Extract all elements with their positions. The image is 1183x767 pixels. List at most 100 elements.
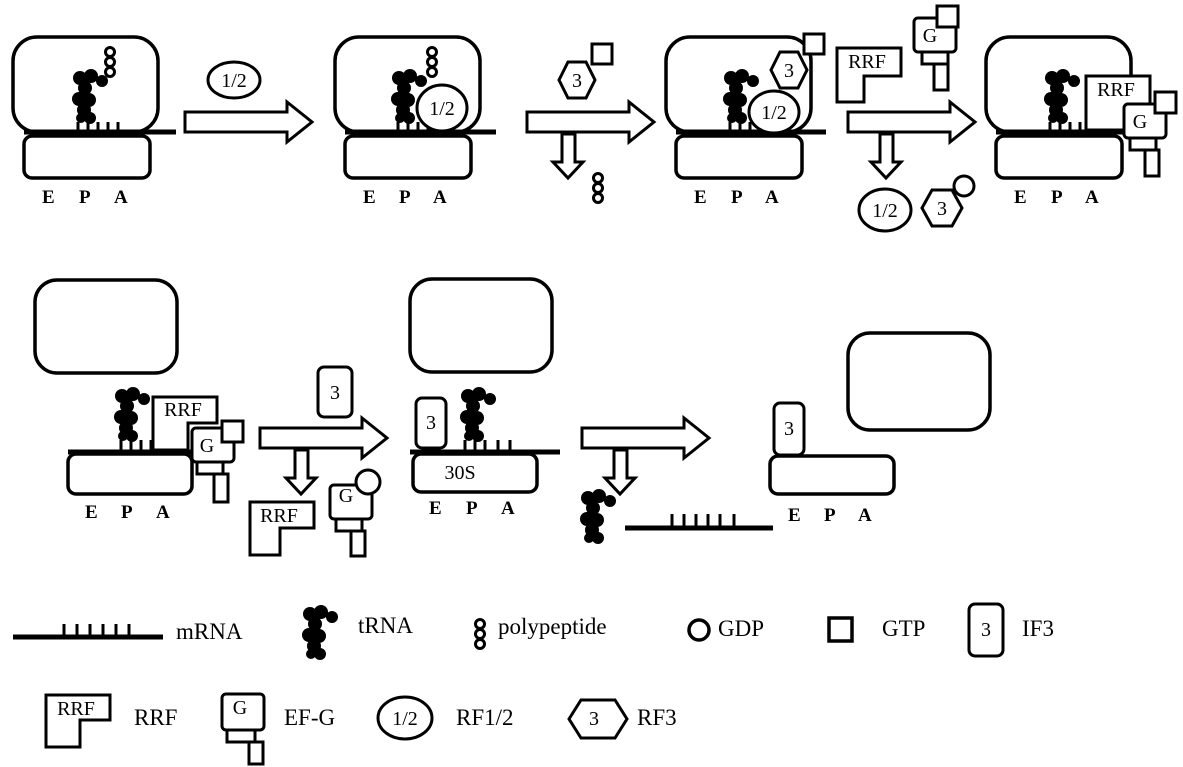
efg-bound: [192, 421, 243, 502]
small-subunit: [345, 136, 471, 178]
legend-rf12-inner-label: 1/2: [392, 708, 418, 730]
site-label-p: P: [824, 505, 836, 526]
legend-if3-label: IF3: [1022, 616, 1054, 641]
trna: [1044, 69, 1080, 124]
legend-if3-inner-label: 3: [981, 619, 991, 641]
site-label-a: A: [433, 187, 447, 208]
legend-polypeptide-label: polypeptide: [498, 614, 607, 639]
trna-released: [580, 489, 616, 544]
site-label-e: E: [1014, 187, 1027, 208]
small-subunit: [676, 136, 802, 178]
site-label-e: E: [429, 498, 442, 519]
arrow-4: [260, 418, 387, 458]
site-label-a: A: [114, 187, 128, 208]
ribosome-6: [410, 279, 560, 492]
rrf-label: RRF: [1097, 79, 1135, 101]
ribosome-2: [335, 37, 496, 178]
legend-efg-inner-label: G: [233, 697, 247, 719]
if3-label: 3: [426, 412, 436, 434]
legend-rf3-inner-label: 3: [589, 708, 599, 730]
legend-gdp-symbol: [689, 620, 709, 640]
if3-label: 3: [330, 382, 340, 404]
legend-polypeptide-symbol: [476, 620, 485, 649]
trna: [72, 69, 108, 124]
rf12-label: 1/2: [221, 70, 247, 92]
site-label-e: E: [85, 502, 98, 523]
rf12-label: 1/2: [872, 200, 898, 222]
site-label-e: E: [363, 187, 376, 208]
rrf-label: RRF: [260, 505, 298, 527]
site-label-p: P: [79, 187, 91, 208]
legend-rrf-inner-label: RRF: [57, 698, 95, 720]
site-label-e: E: [694, 187, 707, 208]
site-label-e: E: [788, 505, 801, 526]
legend-mrna-label: mRNA: [176, 619, 243, 644]
legend-rf3-label: RF3: [637, 705, 677, 730]
polypeptide: [428, 48, 437, 77]
site-label-p: P: [466, 498, 478, 519]
legend-gtp-symbol: [829, 618, 852, 641]
arrow-3: [848, 102, 975, 142]
rf12-label: 1/2: [429, 98, 455, 120]
arrow-5-release: [605, 450, 635, 494]
rf3-label: 3: [784, 60, 794, 82]
legend-rf12-label: RF1/2: [456, 705, 514, 730]
arrow-1: [185, 102, 312, 142]
large-subunit-free: [848, 333, 990, 430]
legend-trna-symbol: [302, 605, 338, 660]
efg-label: G: [923, 25, 937, 47]
site-label-p: P: [121, 502, 133, 523]
legend-trna-label: tRNA: [358, 613, 413, 638]
rf3-label: 3: [572, 70, 582, 92]
site-label-p: P: [731, 187, 743, 208]
gdp-on-rf3: [954, 176, 974, 196]
ribosome-7: [770, 333, 990, 494]
small-subunit: [996, 136, 1122, 178]
arrow-3-release: [871, 134, 901, 178]
legend-rrf-label: RRF: [134, 705, 177, 730]
if3-label: 3: [784, 418, 794, 440]
arrow-4-release: [286, 450, 316, 494]
large-subunit: [410, 279, 552, 372]
ribosome-5: [35, 280, 243, 502]
arrow-2: [527, 102, 654, 142]
site-label-a: A: [858, 505, 872, 526]
legend-efg-label: EF-G: [284, 705, 335, 730]
small-subunit-free: [770, 456, 894, 494]
mrna-released: [625, 514, 773, 528]
site-label-a: A: [501, 498, 515, 519]
rrf-label: RRF: [848, 51, 886, 73]
site-label-e: E: [42, 187, 55, 208]
site-label-p: P: [399, 187, 411, 208]
subunit-30s-label: 30S: [444, 462, 475, 484]
site-label-a: A: [765, 187, 779, 208]
rf3-label: 3: [937, 198, 947, 220]
efg-label: G: [1133, 111, 1147, 133]
efg-bound: [1124, 92, 1176, 176]
legend-gtp-label: GTP: [882, 616, 925, 641]
legend-mrna-symbol: [13, 624, 163, 637]
efg-label: G: [200, 435, 214, 457]
gtp-on-rf3: [592, 44, 612, 64]
arrow-5: [582, 418, 709, 458]
trna: [460, 387, 496, 442]
trna: [114, 387, 150, 442]
large-subunit: [35, 280, 177, 373]
site-label-a: A: [156, 502, 170, 523]
ribosome-1: [13, 37, 176, 178]
efg-released: [330, 470, 380, 556]
polypeptide-released: [594, 174, 603, 203]
small-subunit: [68, 454, 192, 494]
efg-label: G: [339, 485, 353, 507]
rrf-label: RRF: [164, 399, 202, 421]
ribosome-3: [666, 34, 826, 178]
ribosome-4: [986, 37, 1176, 178]
site-label-p: P: [1051, 187, 1063, 208]
polypeptide: [106, 48, 115, 77]
small-subunit: [24, 136, 150, 178]
gtp-on-rf3: [804, 34, 824, 54]
arrow-2-release: [553, 134, 583, 178]
rf12-label: 1/2: [761, 102, 787, 124]
site-label-a: A: [1085, 187, 1099, 208]
